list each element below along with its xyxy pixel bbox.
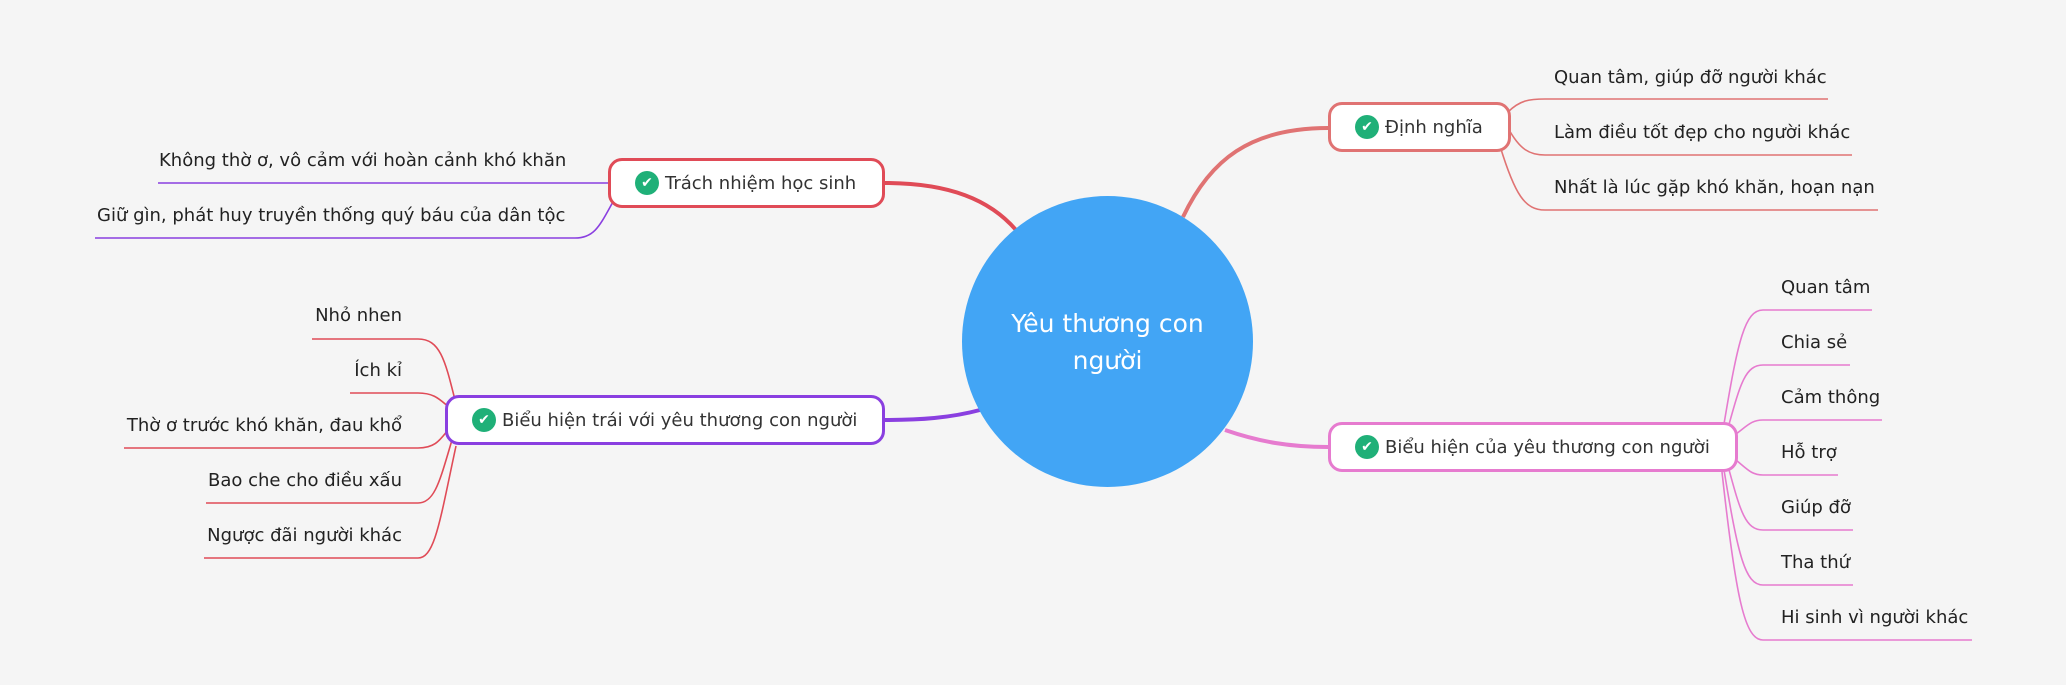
leaf-line bbox=[206, 439, 453, 504]
check-icon: ✔ bbox=[472, 408, 496, 432]
leaf-bieu-hien-2[interactable]: Chia sẻ bbox=[1781, 332, 1848, 353]
leaf-dinh-nghia-3[interactable]: Nhất là lúc gặp khó khăn, hoạn nạn bbox=[1554, 177, 1875, 198]
branch-trach-nhiem-hoc-sinh[interactable]: ✔ Trách nhiệm học sinh bbox=[608, 158, 885, 208]
check-icon: ✔ bbox=[1355, 115, 1379, 139]
connector-dinh-nghia bbox=[1181, 126, 1329, 218]
leaf-line bbox=[312, 338, 456, 401]
connector-bieu-hien bbox=[1224, 428, 1329, 449]
branch-dinh-nghia[interactable]: ✔ Định nghĩa bbox=[1328, 102, 1511, 152]
leaf-line bbox=[1507, 127, 1852, 156]
leaf-bieu-hien-6[interactable]: Tha thứ bbox=[1781, 552, 1851, 573]
leaf-bieu-hien-trai-1[interactable]: Nhỏ nhen bbox=[315, 305, 402, 326]
branch-label: Biểu hiện trái với yêu thương con người bbox=[502, 409, 858, 431]
branch-bieu-hien-trai[interactable]: ✔ Biểu hiện trái với yêu thương con ngườ… bbox=[445, 395, 885, 445]
leaf-bieu-hien-7[interactable]: Hi sinh vì người khác bbox=[1781, 607, 1969, 628]
leaf-line bbox=[1499, 145, 1878, 211]
leaf-trach-nhiem-1[interactable]: Không thờ ơ, vô cảm với hoàn cảnh khó kh… bbox=[159, 150, 567, 171]
leaf-line bbox=[204, 445, 457, 559]
leaf-bieu-hien-4[interactable]: Hỗ trợ bbox=[1781, 442, 1837, 463]
leaf-bieu-hien-trai-2[interactable]: Ích kỉ bbox=[354, 360, 402, 381]
leaf-line bbox=[1723, 309, 1872, 425]
branch-label: Định nghĩa bbox=[1385, 116, 1483, 138]
central-topic-label: Yêu thương con người bbox=[1011, 308, 1204, 375]
leaf-dinh-nghia-1[interactable]: Quan tâm, giúp đỡ người khác bbox=[1554, 67, 1827, 88]
leaf-line bbox=[1727, 364, 1850, 429]
leaf-line bbox=[1723, 469, 1853, 586]
connector-trach-nhiem bbox=[883, 181, 1018, 232]
central-topic[interactable]: Yêu thương con người bbox=[962, 196, 1253, 487]
branch-label: Biểu hiện của yêu thương con người bbox=[1385, 436, 1710, 458]
leaf-bieu-hien-trai-3[interactable]: Thờ ơ trước khó khăn, đau khổ bbox=[126, 415, 402, 436]
leaf-bieu-hien-5[interactable]: Giúp đỡ bbox=[1781, 497, 1851, 518]
check-icon: ✔ bbox=[635, 171, 659, 195]
leaf-line bbox=[1735, 419, 1882, 435]
leaf-bieu-hien-1[interactable]: Quan tâm bbox=[1781, 277, 1871, 298]
leaf-line bbox=[350, 392, 451, 409]
leaf-line bbox=[1507, 98, 1828, 113]
check-icon: ✔ bbox=[1355, 435, 1379, 459]
leaf-line bbox=[1721, 471, 1972, 641]
leaf-bieu-hien-trai-5[interactable]: Ngược đãi người khác bbox=[207, 525, 402, 546]
branch-label: Trách nhiệm học sinh bbox=[665, 172, 857, 194]
leaf-bieu-hien-trai-4[interactable]: Bao che cho điều xấu bbox=[208, 470, 402, 491]
leaf-bieu-hien-3[interactable]: Cảm thông bbox=[1781, 387, 1881, 408]
leaf-trach-nhiem-2[interactable]: Giữ gìn, phát huy truyền thống quý báu c… bbox=[97, 205, 566, 226]
leaf-line bbox=[95, 199, 615, 239]
leaf-line bbox=[1735, 459, 1838, 476]
leaf-line bbox=[1727, 465, 1853, 531]
leaf-dinh-nghia-2[interactable]: Làm điều tốt đẹp cho người khác bbox=[1554, 122, 1851, 143]
connector-bieu-hien-trai bbox=[883, 408, 981, 422]
branch-bieu-hien[interactable]: ✔ Biểu hiện của yêu thương con người bbox=[1328, 422, 1738, 472]
